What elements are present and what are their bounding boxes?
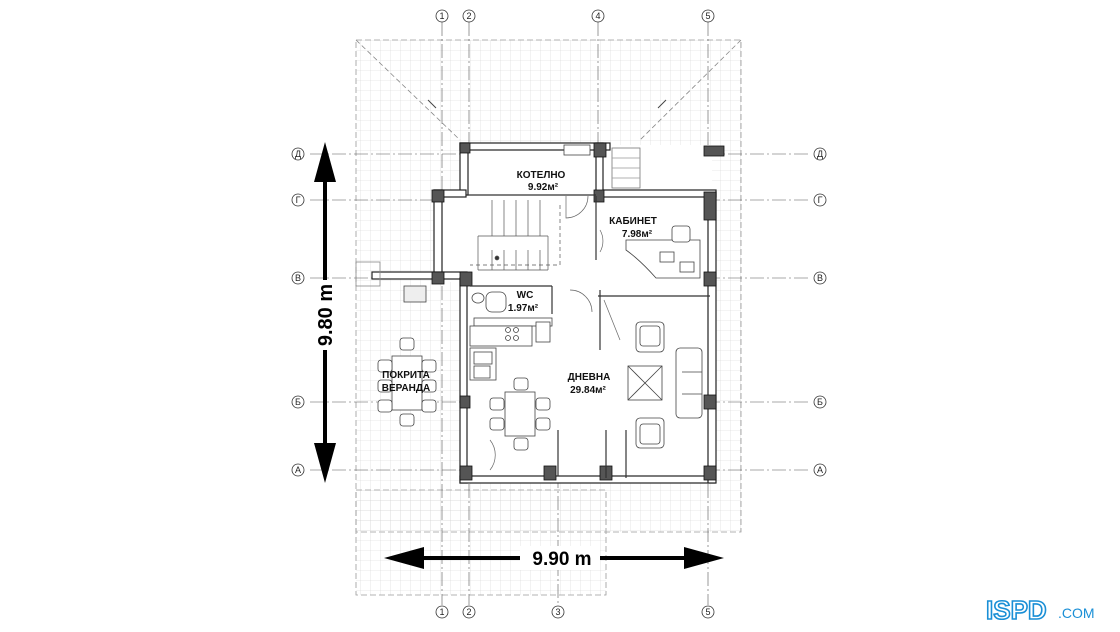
axis-label-right-d: Д [817,149,823,159]
arrow-down-icon [314,443,336,483]
axis-label-left-g: Г [296,195,301,205]
arrow-up-icon [314,142,336,182]
axis-label-top-2: 2 [466,11,471,21]
axis-label-right-a: А [817,465,823,475]
dimension-depth: 9.80 m [309,142,341,483]
room-name-boiler: КОТЕЛНО [517,170,566,181]
veranda-furniture [355,261,437,427]
room-area-living: 29.84м² [570,385,606,396]
axis-label-left-d: Д [295,149,301,159]
axis-markers-left: Д Г В Б А [291,147,305,477]
axis-label-top-4: 4 [595,11,600,21]
axis-label-right-b: Б [817,397,823,407]
axis-label-left-b: Б [295,397,301,407]
axis-label-left-a: А [295,465,301,475]
office-furniture [625,225,701,279]
axis-label-right-v: В [817,273,823,283]
axis-markers-top: 1 2 4 5 [435,9,715,23]
axis-markers-right: Д Г В Б А [813,147,827,477]
interior-partitions [466,194,710,478]
ispd-logo: ISPD .COM [984,592,1112,626]
room-labels: КОТЕЛНО 9.92м² КАБИНЕТ 7.98м² WC 1.97м² … [382,170,657,396]
axis-markers-bottom: 1 2 3 5 [435,605,715,619]
dimension-width: 9.90 m [384,546,724,570]
room-area-boiler: 9.92м² [528,182,559,193]
logo-brand-text: ISPD [986,595,1047,625]
axis-label-right-g: Г [818,195,823,205]
axis-label-bottom-5: 5 [705,607,710,617]
arrow-right-icon [684,547,724,569]
room-name-wc: WC [517,290,534,301]
arrow-left-icon [384,547,424,569]
room-name-office: КАБИНЕТ [609,216,657,227]
living-furniture [627,321,703,449]
room-name-veranda-line2: ВЕРАНДА [382,383,430,394]
kitchen-counter [469,321,551,381]
axis-label-top-5: 5 [705,11,710,21]
axis-label-left-v: В [295,273,301,283]
boiler-equipment [563,144,641,189]
width-dimension-label: 9.90 m [532,549,591,570]
logo-suffix-text: .COM [1058,605,1095,621]
axis-label-bottom-3: 3 [555,607,560,617]
room-area-wc: 1.97м² [508,303,539,314]
wall-columns [431,142,725,481]
staircase [470,200,561,271]
doors [489,195,621,471]
depth-dimension-label: 9.80 m [315,284,337,346]
room-name-veranda-line1: ПОКРИТА [382,370,430,381]
axis-label-bottom-2: 2 [466,607,471,617]
dining-set [489,377,551,451]
wc-fixtures [471,291,553,327]
axis-label-top-1: 1 [439,11,444,21]
axis-label-bottom-1: 1 [439,607,444,617]
room-area-office: 7.98м² [622,229,653,240]
room-name-living: ДНЕВНА [568,372,611,383]
